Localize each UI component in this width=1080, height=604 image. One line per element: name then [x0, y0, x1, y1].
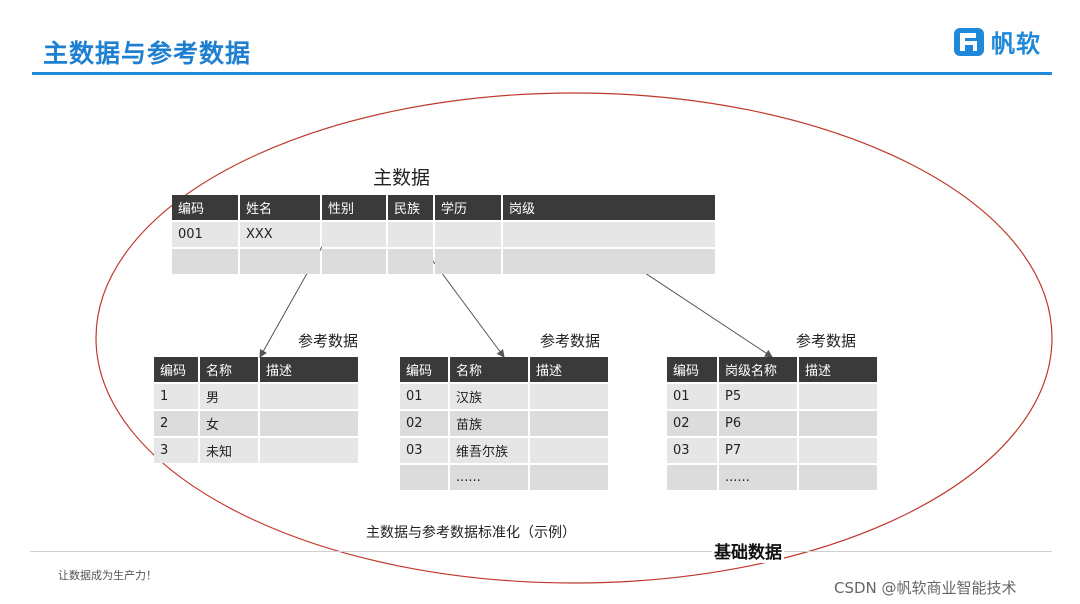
ref-table-level: 编码 岗级名称 描述 01 P5 02 P6 03 P7 ......: [665, 357, 879, 490]
table-row: 03 P7: [667, 436, 877, 463]
page-title: 主数据与参考数据: [43, 39, 252, 68]
column-header: 名称: [200, 357, 258, 382]
title-divider: [32, 72, 1052, 75]
table-cell: P7: [719, 436, 797, 463]
source-watermark: CSDN @帆软商业智能技术: [834, 579, 1017, 597]
column-header: 编码: [154, 357, 198, 382]
table-row: 1 男: [154, 382, 358, 409]
table-row: ......: [400, 463, 608, 490]
table-cell: P5: [719, 382, 797, 409]
table-cell: [388, 220, 433, 247]
table-header-row: 编码 岗级名称 描述: [667, 357, 877, 382]
table-cell: 汉族: [450, 382, 528, 409]
table-row: 02 苗族: [400, 409, 608, 436]
table-row: 01 P5: [667, 382, 877, 409]
table-cell: 1: [154, 382, 198, 409]
table-cell: 苗族: [450, 409, 528, 436]
table-row: 3 未知: [154, 436, 358, 463]
table-cell: [503, 220, 715, 247]
master-data-table: 编码 姓名 性别 民族 学历 岗级 001 XXX: [170, 195, 717, 274]
base-data-label: 基础数据: [712, 538, 784, 563]
table-cell: [799, 382, 877, 409]
column-header: 描述: [799, 357, 877, 382]
table-cell: 2: [154, 409, 198, 436]
table-cell: [435, 247, 501, 274]
footer-divider: [30, 551, 1052, 552]
column-header: 岗级: [503, 195, 715, 220]
table-cell: [260, 382, 358, 409]
column-header: 编码: [667, 357, 717, 382]
table-cell: [240, 247, 320, 274]
table-cell: [388, 247, 433, 274]
fanruan-logo-icon: [954, 27, 984, 56]
column-header: 性别: [322, 195, 386, 220]
brand-logo: 帆软: [953, 24, 1041, 59]
table-row: ......: [667, 463, 877, 490]
table-header-row: 编码 姓名 性别 民族 学历 岗级: [172, 195, 715, 220]
table-cell: [799, 463, 877, 490]
table-cell: [530, 409, 608, 436]
column-header: 编码: [172, 195, 238, 220]
table-cell: 3: [154, 436, 198, 463]
table-header-row: 编码 名称 描述: [400, 357, 608, 382]
table-cell: [260, 409, 358, 436]
table-row: 2 女: [154, 409, 358, 436]
table-row: 03 维吾尔族: [400, 436, 608, 463]
table-cell: [260, 436, 358, 463]
ref-label-level: 参考数据: [796, 332, 857, 350]
table-cell: [322, 247, 386, 274]
table-cell: 女: [200, 409, 258, 436]
master-data-label: 主数据: [373, 167, 431, 189]
table-cell: 001: [172, 220, 238, 247]
table-cell: [322, 220, 386, 247]
table-cell: 02: [667, 409, 717, 436]
table-cell: ......: [719, 463, 797, 490]
table-row: 01 汉族: [400, 382, 608, 409]
table-header-row: 编码 名称 描述: [154, 357, 358, 382]
table-cell: [799, 409, 877, 436]
column-header: 姓名: [240, 195, 320, 220]
ref-label-ethnic: 参考数据: [540, 332, 601, 350]
table-cell: [530, 436, 608, 463]
table-row: 02 P6: [667, 409, 877, 436]
footer-slogan: 让数据成为生产力！: [58, 569, 157, 582]
table-cell: [667, 463, 717, 490]
ref-table-ethnic: 编码 名称 描述 01 汉族 02 苗族 03 维吾尔族 ......: [398, 357, 610, 490]
table-cell: 维吾尔族: [450, 436, 528, 463]
column-header: 描述: [530, 357, 608, 382]
table-cell: 03: [667, 436, 717, 463]
table-cell: 男: [200, 382, 258, 409]
ref-table-gender: 编码 名称 描述 1 男 2 女 3 未知: [152, 357, 360, 463]
table-cell: 02: [400, 409, 448, 436]
table-cell: [530, 382, 608, 409]
diagram-caption: 主数据与参考数据标准化（示例）: [366, 525, 576, 541]
table-cell: XXX: [240, 220, 320, 247]
table-cell: 03: [400, 436, 448, 463]
column-header: 描述: [260, 357, 358, 382]
table-cell: [172, 247, 238, 274]
table-cell: [400, 463, 448, 490]
table-cell: 01: [400, 382, 448, 409]
ref-label-gender: 参考数据: [298, 332, 359, 350]
table-cell: [530, 463, 608, 490]
table-cell: ......: [450, 463, 528, 490]
logo-text: 帆软: [991, 30, 1041, 58]
column-header: 岗级名称: [719, 357, 797, 382]
table-cell: [799, 436, 877, 463]
table-cell: P6: [719, 409, 797, 436]
table-cell: [435, 220, 501, 247]
column-header: 民族: [388, 195, 433, 220]
column-header: 编码: [400, 357, 448, 382]
table-cell: 未知: [200, 436, 258, 463]
table-row: [172, 247, 715, 274]
table-cell: [503, 247, 715, 274]
column-header: 名称: [450, 357, 528, 382]
base-data-boundary: [95, 92, 1053, 584]
column-header: 学历: [435, 195, 501, 220]
table-row: 001 XXX: [172, 220, 715, 247]
table-cell: 01: [667, 382, 717, 409]
